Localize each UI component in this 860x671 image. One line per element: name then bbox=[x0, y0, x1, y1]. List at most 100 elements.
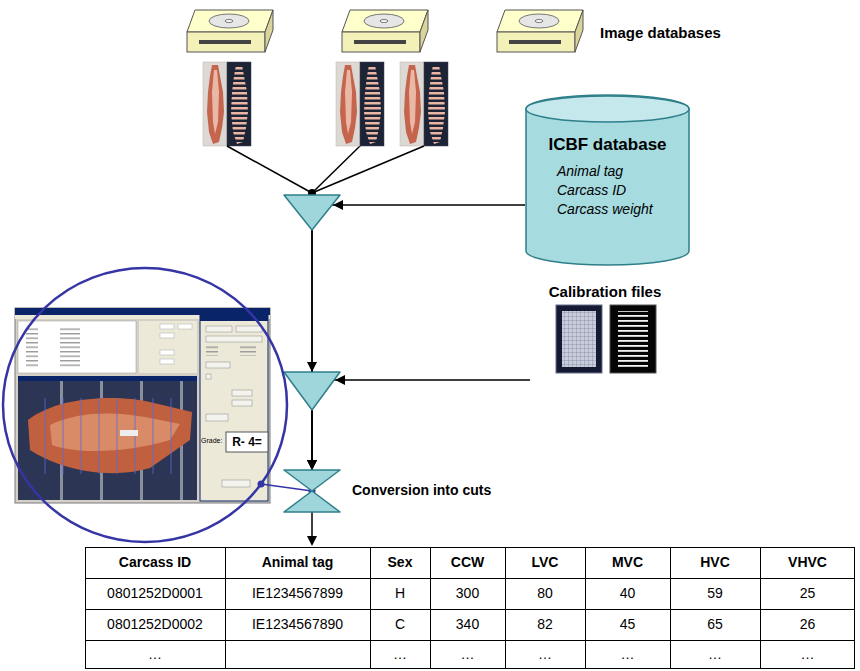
table-cell: 82 bbox=[505, 609, 585, 640]
arrow-head bbox=[335, 375, 345, 385]
table-cell: 0801252D0002 bbox=[85, 609, 225, 640]
software-screenshot bbox=[63, 398, 64, 474]
software-screenshot bbox=[226, 432, 268, 452]
software-screenshot bbox=[18, 376, 197, 381]
software-screenshot bbox=[139, 321, 197, 373]
software-screenshot bbox=[50, 414, 180, 452]
table-cell: H bbox=[370, 578, 430, 609]
software-screenshot bbox=[18, 376, 197, 500]
merge-line bbox=[227, 146, 312, 193]
software-screenshot bbox=[15, 308, 270, 503]
carcass-thumbnail bbox=[227, 62, 251, 146]
table-cell: 40 bbox=[585, 578, 670, 609]
arrow-head bbox=[333, 200, 343, 210]
table-cell: … bbox=[505, 640, 585, 669]
software-screenshot bbox=[206, 326, 262, 487]
table-cell: C bbox=[370, 609, 430, 640]
conversion-step: Conversion into cuts bbox=[284, 470, 509, 512]
table-cell: … bbox=[430, 640, 505, 669]
table-cell: … bbox=[85, 640, 225, 669]
software-screenshot bbox=[206, 336, 262, 342]
software-screenshot bbox=[236, 326, 262, 332]
table-cell: 300 bbox=[430, 578, 505, 609]
table-cell: IE1234567890 bbox=[225, 609, 370, 640]
software-screenshot bbox=[45, 398, 46, 474]
carcass-thumbnail bbox=[424, 62, 448, 146]
calibration-image bbox=[610, 305, 656, 373]
table-grid bbox=[85, 579, 855, 641]
table-cell: 65 bbox=[670, 609, 760, 640]
software-screenshot bbox=[160, 333, 174, 338]
table-header: CCW bbox=[430, 547, 505, 578]
software-screenshot bbox=[206, 374, 211, 379]
table-cell: IE1234567899 bbox=[225, 578, 370, 609]
software-screenshot bbox=[160, 359, 174, 364]
software-screenshot bbox=[45, 398, 171, 474]
software-screenshot bbox=[153, 398, 154, 474]
merge-triangle bbox=[284, 195, 340, 410]
carcass-thumbnail bbox=[400, 62, 424, 146]
table-header: Animal tag bbox=[225, 547, 370, 578]
database-group: Image databases bbox=[175, 2, 725, 66]
table-header: Carcass ID bbox=[85, 547, 225, 578]
node-title: ICBF database bbox=[548, 135, 666, 155]
software-screenshot bbox=[206, 326, 232, 332]
software-screenshot bbox=[200, 315, 268, 501]
arrow-head bbox=[307, 362, 317, 372]
software-screenshot bbox=[21, 326, 81, 368]
hourglass-symbol bbox=[284, 470, 340, 512]
table-cell: … bbox=[760, 640, 855, 669]
screen-text: Grade: bbox=[201, 437, 222, 445]
calibration-image bbox=[562, 311, 596, 367]
flow-arrow bbox=[312, 380, 530, 470]
software-screenshot bbox=[171, 398, 172, 474]
merge-triangle bbox=[284, 372, 340, 410]
calibration-image bbox=[556, 305, 602, 373]
node-field: Carcass ID bbox=[557, 182, 626, 199]
output-arrow bbox=[307, 536, 317, 546]
carcass-thumbnail bbox=[336, 62, 360, 146]
software-screenshot bbox=[206, 414, 228, 421]
software-screenshot bbox=[232, 400, 252, 406]
table-header: Sex bbox=[370, 547, 430, 578]
table-grid bbox=[85, 547, 855, 669]
table-header: MVC bbox=[585, 547, 670, 578]
table-cell: … bbox=[370, 640, 430, 669]
software-screenshot bbox=[222, 480, 250, 487]
node-field: Carcass weight bbox=[557, 201, 653, 218]
software-screenshot bbox=[178, 324, 192, 329]
table-header: HVC bbox=[670, 547, 760, 578]
table-grid bbox=[86, 548, 855, 669]
calibration-image bbox=[556, 305, 656, 373]
grade-value: R- 4= bbox=[226, 432, 268, 452]
table-header: VHVC bbox=[760, 547, 855, 578]
calibration-image bbox=[618, 311, 648, 367]
hourglass-bottom bbox=[284, 491, 340, 512]
database-icon bbox=[187, 10, 583, 52]
node-title: Calibration files bbox=[549, 283, 662, 301]
table-cell: 25 bbox=[760, 578, 855, 609]
software-screenshot bbox=[120, 430, 138, 436]
carcass-thumbnail bbox=[203, 62, 448, 146]
table-cell: … bbox=[670, 640, 760, 669]
software-screenshot bbox=[206, 346, 256, 356]
hourglass-top bbox=[284, 470, 340, 491]
database-icon bbox=[497, 10, 583, 52]
leader-line bbox=[258, 481, 265, 488]
node-field: Animal tag bbox=[557, 163, 623, 180]
arrow-head bbox=[307, 200, 345, 385]
flow-arrow bbox=[312, 205, 525, 470]
software-screenshot bbox=[18, 321, 136, 373]
cylinder-body bbox=[526, 95, 689, 265]
software-screenshot bbox=[99, 398, 100, 474]
output-arrow bbox=[307, 512, 317, 546]
cylinder-outline bbox=[525, 95, 690, 265]
table-header: LVC bbox=[505, 547, 585, 578]
software-screenshot bbox=[206, 362, 230, 368]
calibration-group: Calibration files bbox=[530, 283, 680, 392]
cylinder-top bbox=[526, 96, 689, 122]
carcass-thumbnail bbox=[360, 62, 384, 146]
software-screenshot bbox=[81, 398, 82, 474]
software-screenshot bbox=[15, 308, 270, 503]
